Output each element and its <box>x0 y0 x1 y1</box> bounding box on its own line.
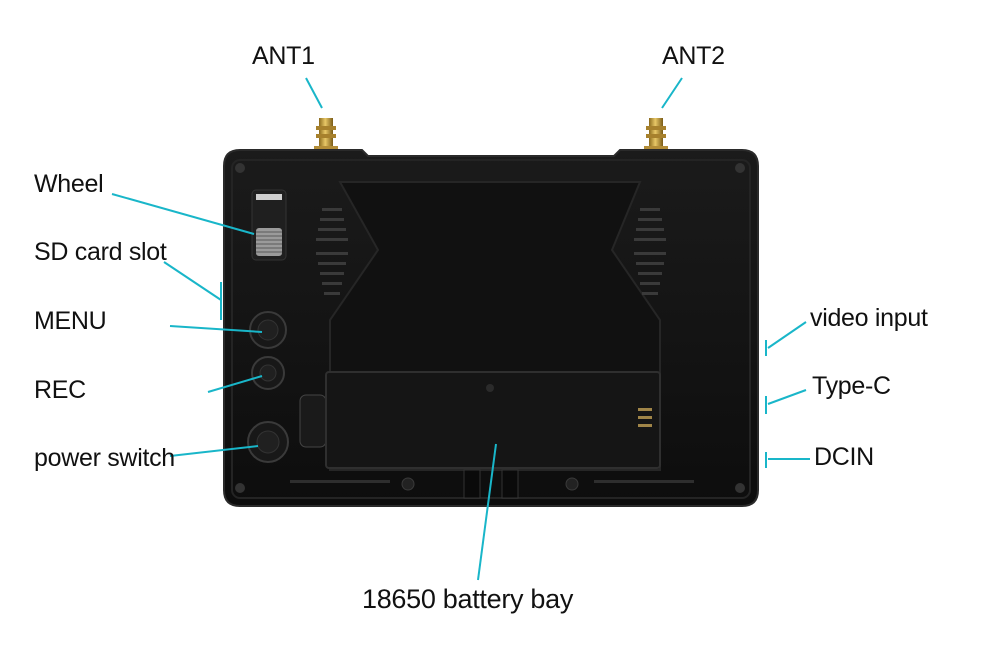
label-rec: REC <box>34 376 86 404</box>
label-wheel: Wheel <box>34 170 104 198</box>
antenna-2 <box>644 118 668 154</box>
rec-button <box>251 356 285 390</box>
label-ant1: ANT1 <box>252 42 315 70</box>
vent-left <box>316 208 348 295</box>
side-ports <box>220 282 767 468</box>
battery-bay <box>299 371 661 469</box>
label-sd-card-slot: SD card slot <box>34 238 167 266</box>
label-ant2: ANT2 <box>662 42 725 70</box>
vent-right <box>634 208 666 295</box>
menu-button <box>249 311 287 349</box>
label-video-input: video input <box>810 304 928 332</box>
label-power-switch: power switch <box>34 444 175 472</box>
antenna-1 <box>314 118 338 154</box>
power-button <box>247 421 289 463</box>
label-dcin: DCIN <box>814 443 874 471</box>
label-type-c: Type-C <box>812 372 891 400</box>
leader-lines <box>111 77 810 581</box>
label-menu: MENU <box>34 307 107 335</box>
wheel-control <box>251 189 287 261</box>
label-battery-bay: 18650 battery bay <box>362 584 574 614</box>
